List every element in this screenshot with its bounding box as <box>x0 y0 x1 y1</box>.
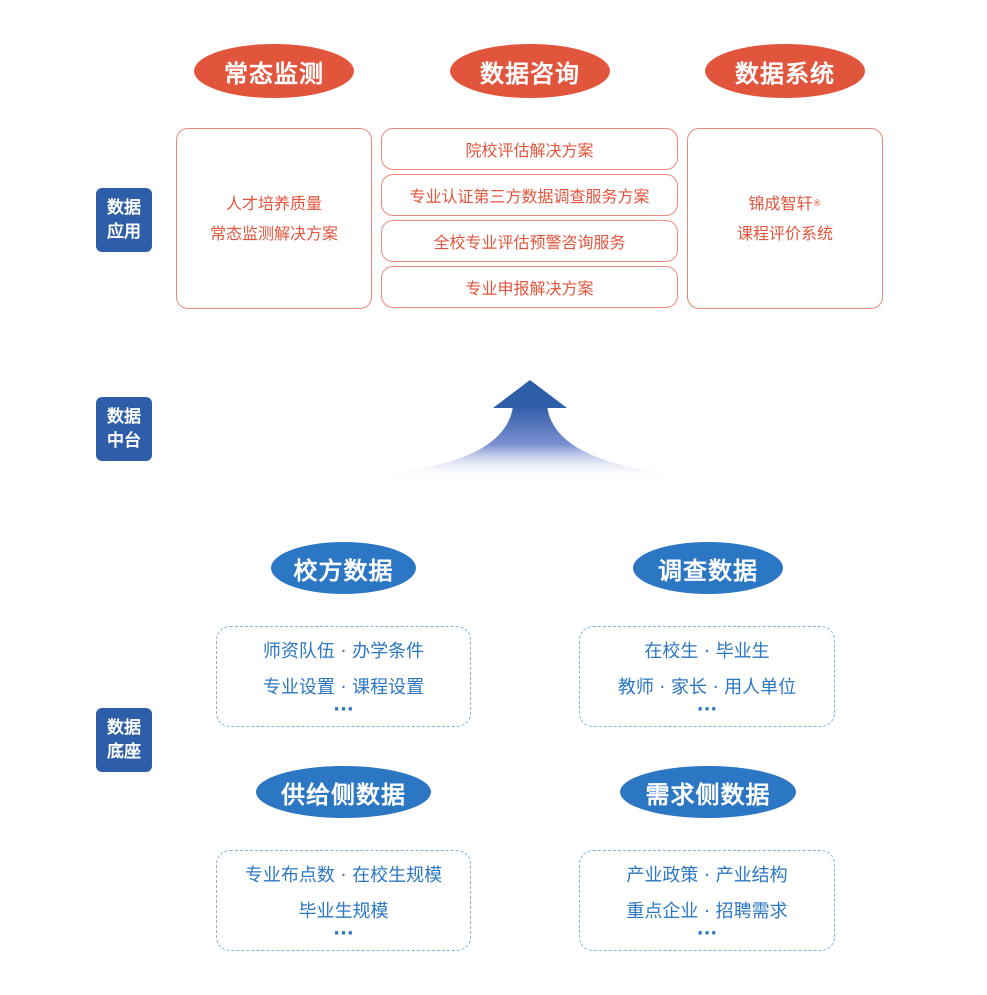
layer-tag-base: 数据 底座 <box>96 708 152 772</box>
registered-mark: ® <box>812 198 822 209</box>
school-data-header: 校方数据 <box>271 542 416 594</box>
box-line: 锦成智轩® <box>748 189 821 219</box>
data-line: 专业布点数 · 在校生规模 <box>244 864 443 886</box>
more-ellipsis: ··· <box>333 698 354 720</box>
data-line: 师资队伍 · 办学条件 <box>262 640 425 662</box>
data-line: 产业政策 · 产业结构 <box>626 864 788 886</box>
data-line: 毕业生规模 <box>298 900 389 922</box>
header-label: 需求侧数据 <box>645 780 771 809</box>
school-data-box: 师资队伍 · 办学条件 专业设置 · 课程设置 ··· <box>216 626 471 727</box>
supply-data-box: 专业布点数 · 在校生规模 毕业生规模 ··· <box>216 850 471 951</box>
consulting-item: 院校评估解决方案 <box>381 128 678 170</box>
consulting-item: 全校专业评估预警咨询服务 <box>381 220 678 262</box>
supply-data-header: 供给侧数据 <box>256 766 431 818</box>
header-label: 供给侧数据 <box>281 780 406 809</box>
header-label: 常态监测 <box>224 59 324 88</box>
consulting-item-label: 专业认证第三方数据调查服务方案 <box>409 187 650 206</box>
consulting-item-label: 专业申报解决方案 <box>465 279 594 298</box>
data-line: 专业设置 · 课程设置 <box>262 676 425 698</box>
data-line: 教师 · 家长 · 用人单位 <box>617 676 797 698</box>
arrow-head <box>493 380 567 408</box>
consulting-item-label: 院校评估解决方案 <box>465 141 594 160</box>
consulting-item-label: 全校专业评估预警咨询服务 <box>433 233 626 252</box>
layer-tag-line: 中台 <box>107 431 141 451</box>
system-box: 锦成智轩® 课程评价系统 <box>687 128 883 309</box>
box-line: 人才培养质量 <box>225 193 322 213</box>
layer-tag-application: 数据 应用 <box>96 188 152 252</box>
layer-tag-line: 数据 <box>107 407 141 427</box>
box-line: 常态监测解决方案 <box>209 223 338 243</box>
layer-tag-line: 数据 <box>107 718 141 738</box>
header-system: 数据系统 <box>705 44 865 98</box>
more-ellipsis: ··· <box>696 922 718 944</box>
layer-tag-line: 应用 <box>107 222 141 242</box>
box-line-text: 锦成智轩 <box>748 193 813 213</box>
layer-tag-line: 底座 <box>107 742 141 762</box>
survey-data-header: 调查数据 <box>633 542 783 594</box>
more-ellipsis: ··· <box>333 922 354 944</box>
demand-data-box: 产业政策 · 产业结构 重点企业 · 招聘需求 ··· <box>579 850 835 951</box>
header-label: 调查数据 <box>658 556 758 585</box>
data-line: 在校生 · 毕业生 <box>644 640 770 662</box>
header-label: 数据咨询 <box>480 59 580 88</box>
header-label: 校方数据 <box>293 556 394 585</box>
arrow-body <box>355 406 705 476</box>
upward-arrow-icon <box>355 380 705 476</box>
layer-tag-middle: 数据 中台 <box>96 397 152 461</box>
survey-data-box: 在校生 · 毕业生 教师 · 家长 · 用人单位 ··· <box>579 626 835 727</box>
monitoring-box: 人才培养质量 常态监测解决方案 <box>176 128 372 309</box>
box-line: 课程评价系统 <box>736 223 833 243</box>
header-monitoring: 常态监测 <box>194 44 354 98</box>
data-line: 重点企业 · 招聘需求 <box>626 900 788 922</box>
header-label: 数据系统 <box>735 59 835 88</box>
consulting-item: 专业认证第三方数据调查服务方案 <box>381 174 678 216</box>
demand-data-header: 需求侧数据 <box>620 766 796 818</box>
layer-tag-line: 数据 <box>107 198 141 218</box>
header-consulting: 数据咨询 <box>450 44 610 98</box>
consulting-item: 专业申报解决方案 <box>381 266 678 308</box>
more-ellipsis: ··· <box>696 698 718 720</box>
